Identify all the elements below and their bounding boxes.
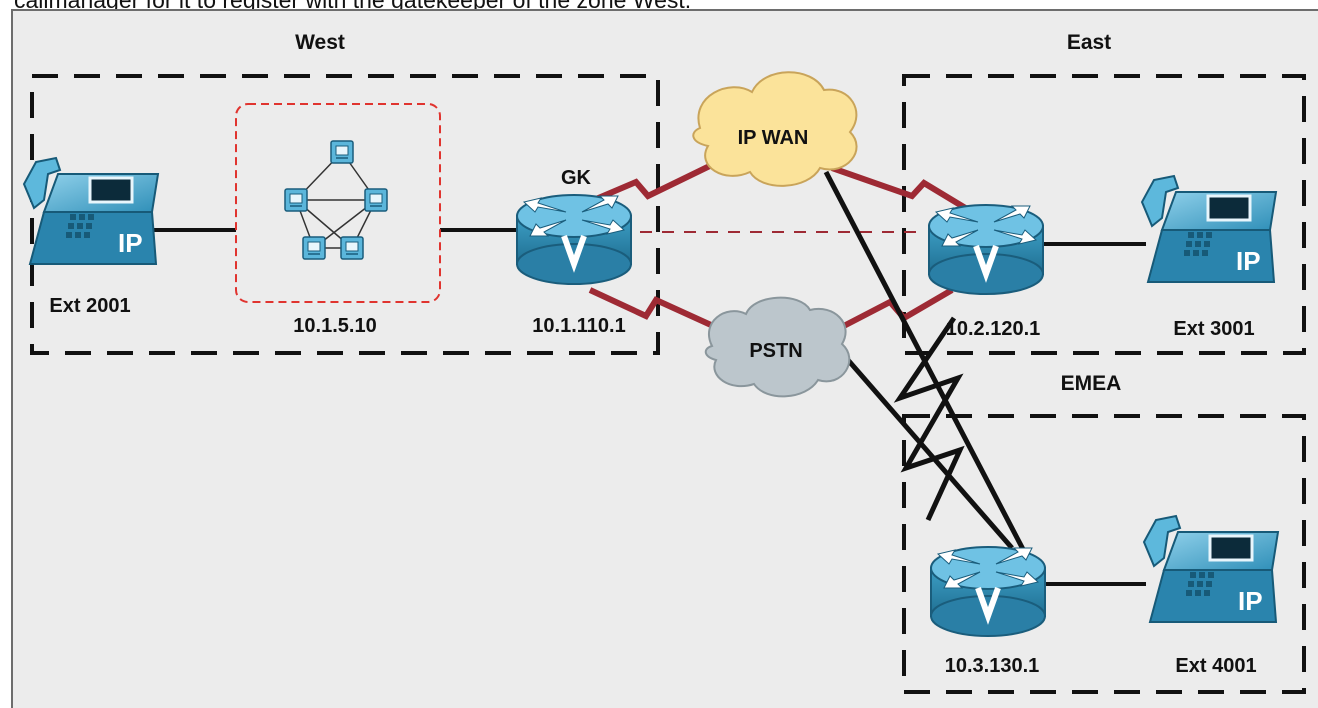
pstn-cloud: PSTN	[704, 296, 851, 398]
pstn-label: PSTN	[749, 340, 802, 362]
ext-2001-label: Ext 2001	[49, 295, 130, 317]
zone-west-boundary	[30, 74, 660, 355]
router-west-gatekeeper: GK 10.1.110.1	[517, 167, 631, 337]
router-east: 10.2.120.1	[929, 205, 1043, 340]
gk-label: GK	[561, 167, 592, 189]
ip-wan-cloud: IP WAN	[692, 71, 858, 187]
ip-phone-icon: IP	[1142, 514, 1280, 624]
zone-east-label: East	[1067, 31, 1111, 54]
ip-badge: IP	[1238, 586, 1263, 616]
callmanager-address: 10.1.5.10	[293, 315, 376, 337]
router-west-address: 10.1.110.1	[532, 315, 625, 337]
pstn-to-emea-link	[846, 358, 1014, 550]
ip-wan-label: IP WAN	[738, 127, 809, 149]
wan-link-west	[580, 157, 724, 208]
diagram-frame	[11, 9, 1318, 708]
wan-link-east	[831, 165, 974, 215]
voice-router-icon	[931, 547, 1045, 636]
pstn-links	[154, 170, 1146, 586]
ip-badge: IP	[1236, 246, 1261, 276]
ext-4001-label: Ext 4001	[1175, 655, 1256, 677]
router-emea: 10.3.130.1	[931, 547, 1045, 677]
zone-emea-label: EMEA	[1061, 372, 1122, 395]
serial-link-east-emea	[893, 316, 965, 522]
ip-phone-icon: IP	[22, 156, 160, 266]
server-icon	[284, 188, 308, 212]
router-east-address: 10.2.120.1	[946, 318, 1041, 340]
server-icon	[302, 236, 326, 260]
router-emea-address: 10.3.130.1	[945, 655, 1040, 677]
phone-ext-4001: IP Ext 4001	[1142, 514, 1280, 677]
server-icon	[364, 188, 388, 212]
voice-router-icon	[517, 195, 631, 284]
server-icon	[330, 140, 354, 164]
voice-router-icon	[929, 205, 1043, 294]
server-icon	[340, 236, 364, 260]
ip-badge: IP	[118, 228, 143, 258]
ip-phone-icon: IP	[1140, 174, 1278, 284]
zone-west-label: West	[295, 31, 345, 54]
callmanager-cluster: 10.1.5.10	[235, 103, 441, 337]
pstn-uplink-west	[588, 287, 724, 333]
ext-3001-label: Ext 3001	[1173, 318, 1254, 340]
phone-ext-3001: IP Ext 3001	[1140, 174, 1278, 340]
phone-ext-2001: IP Ext 2001	[22, 156, 160, 317]
